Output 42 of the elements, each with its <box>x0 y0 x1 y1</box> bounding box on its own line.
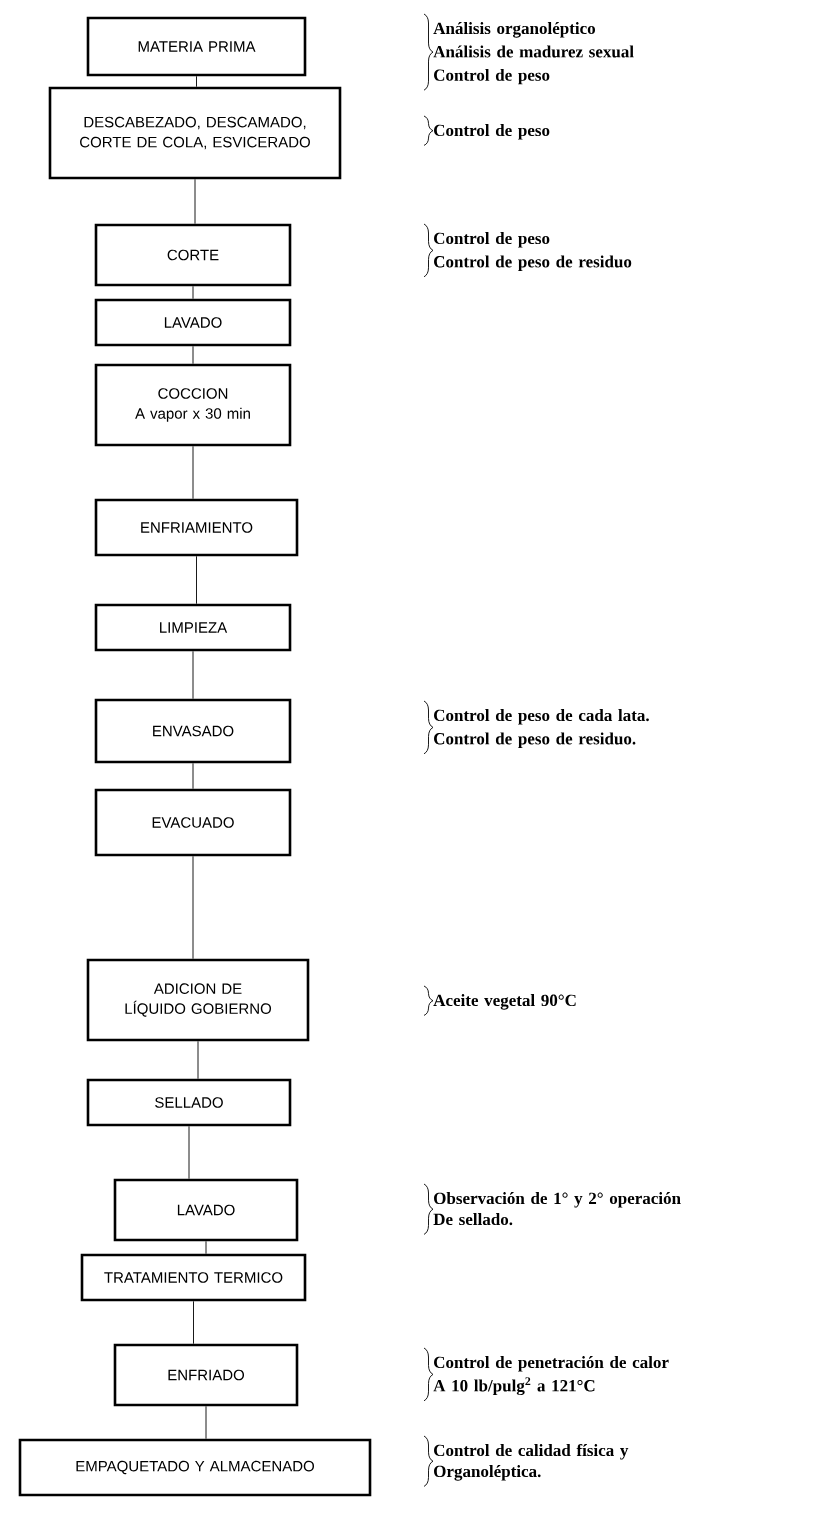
annotation-text: Control de calidad física y Organoléptica. <box>434 1443 629 1481</box>
process-box: CORTE <box>94 223 292 287</box>
process-box: EVACUADO <box>94 788 292 857</box>
connector-line <box>192 855 194 960</box>
process-box: ENFRIAMIENTO <box>94 498 299 557</box>
annotation-text: Control de peso <box>434 124 550 140</box>
annotation-text: Control de peso de cada lata. <box>434 709 649 725</box>
annotation-text: Control de peso <box>434 68 550 85</box>
process-box: TRATAMIENTO TERMICO <box>80 1253 307 1302</box>
annotation-text: Control de peso <box>434 232 550 248</box>
connector-line <box>192 285 194 300</box>
connector-line <box>192 650 194 700</box>
process-box: DESCABEZADO, DESCAMADO, CORTE DE COLA, ESVICERADO <box>48 86 342 180</box>
connector-line <box>192 345 194 365</box>
process-box: LAVADO <box>113 1178 299 1242</box>
process-box: COCCION A vapor x 30 min <box>94 363 292 447</box>
annotation-text: Aceite vegetal 90°C <box>433 994 576 1010</box>
process-box: EMPAQUETADO Y ALMACENADO <box>18 1438 372 1497</box>
annotation-text: A 10 lb/pulg$^{2}$ a 121°C <box>433 1377 595 1396</box>
annotation-text: Control de penetración de calor <box>434 1356 669 1372</box>
process-box: ENVASADO <box>94 698 292 764</box>
process-box: ADICION DE LÍQUIDO GOBIERNO <box>86 958 310 1042</box>
annotation-text: Control de peso de residuo. <box>434 732 636 748</box>
connector-line <box>192 762 194 790</box>
process-box: SELLADO <box>86 1078 292 1127</box>
process-box: LIMPIEZA <box>94 603 292 652</box>
connector-line <box>196 75 197 88</box>
connector-line <box>196 555 197 605</box>
connector-line <box>193 1300 194 1345</box>
process-box: LAVADO <box>94 298 292 347</box>
connector-line <box>205 1405 207 1440</box>
connector-line <box>194 178 196 225</box>
connector-line <box>205 1240 207 1255</box>
process-box: MATERIA PRIMA <box>86 16 307 77</box>
annotation-text: Control de peso de residuo <box>434 255 632 271</box>
annotation-text: Observación de 1° y 2° operación De sellado. <box>433 1192 681 1226</box>
connector-line <box>192 445 194 500</box>
annotation-text: Análisis de madurez sexual <box>433 45 634 58</box>
connector-line <box>197 1040 199 1080</box>
annotation-text: Análisis organoléptico <box>433 22 595 38</box>
process-box: ENFRIADO <box>113 1343 299 1407</box>
connector-line <box>188 1125 190 1180</box>
